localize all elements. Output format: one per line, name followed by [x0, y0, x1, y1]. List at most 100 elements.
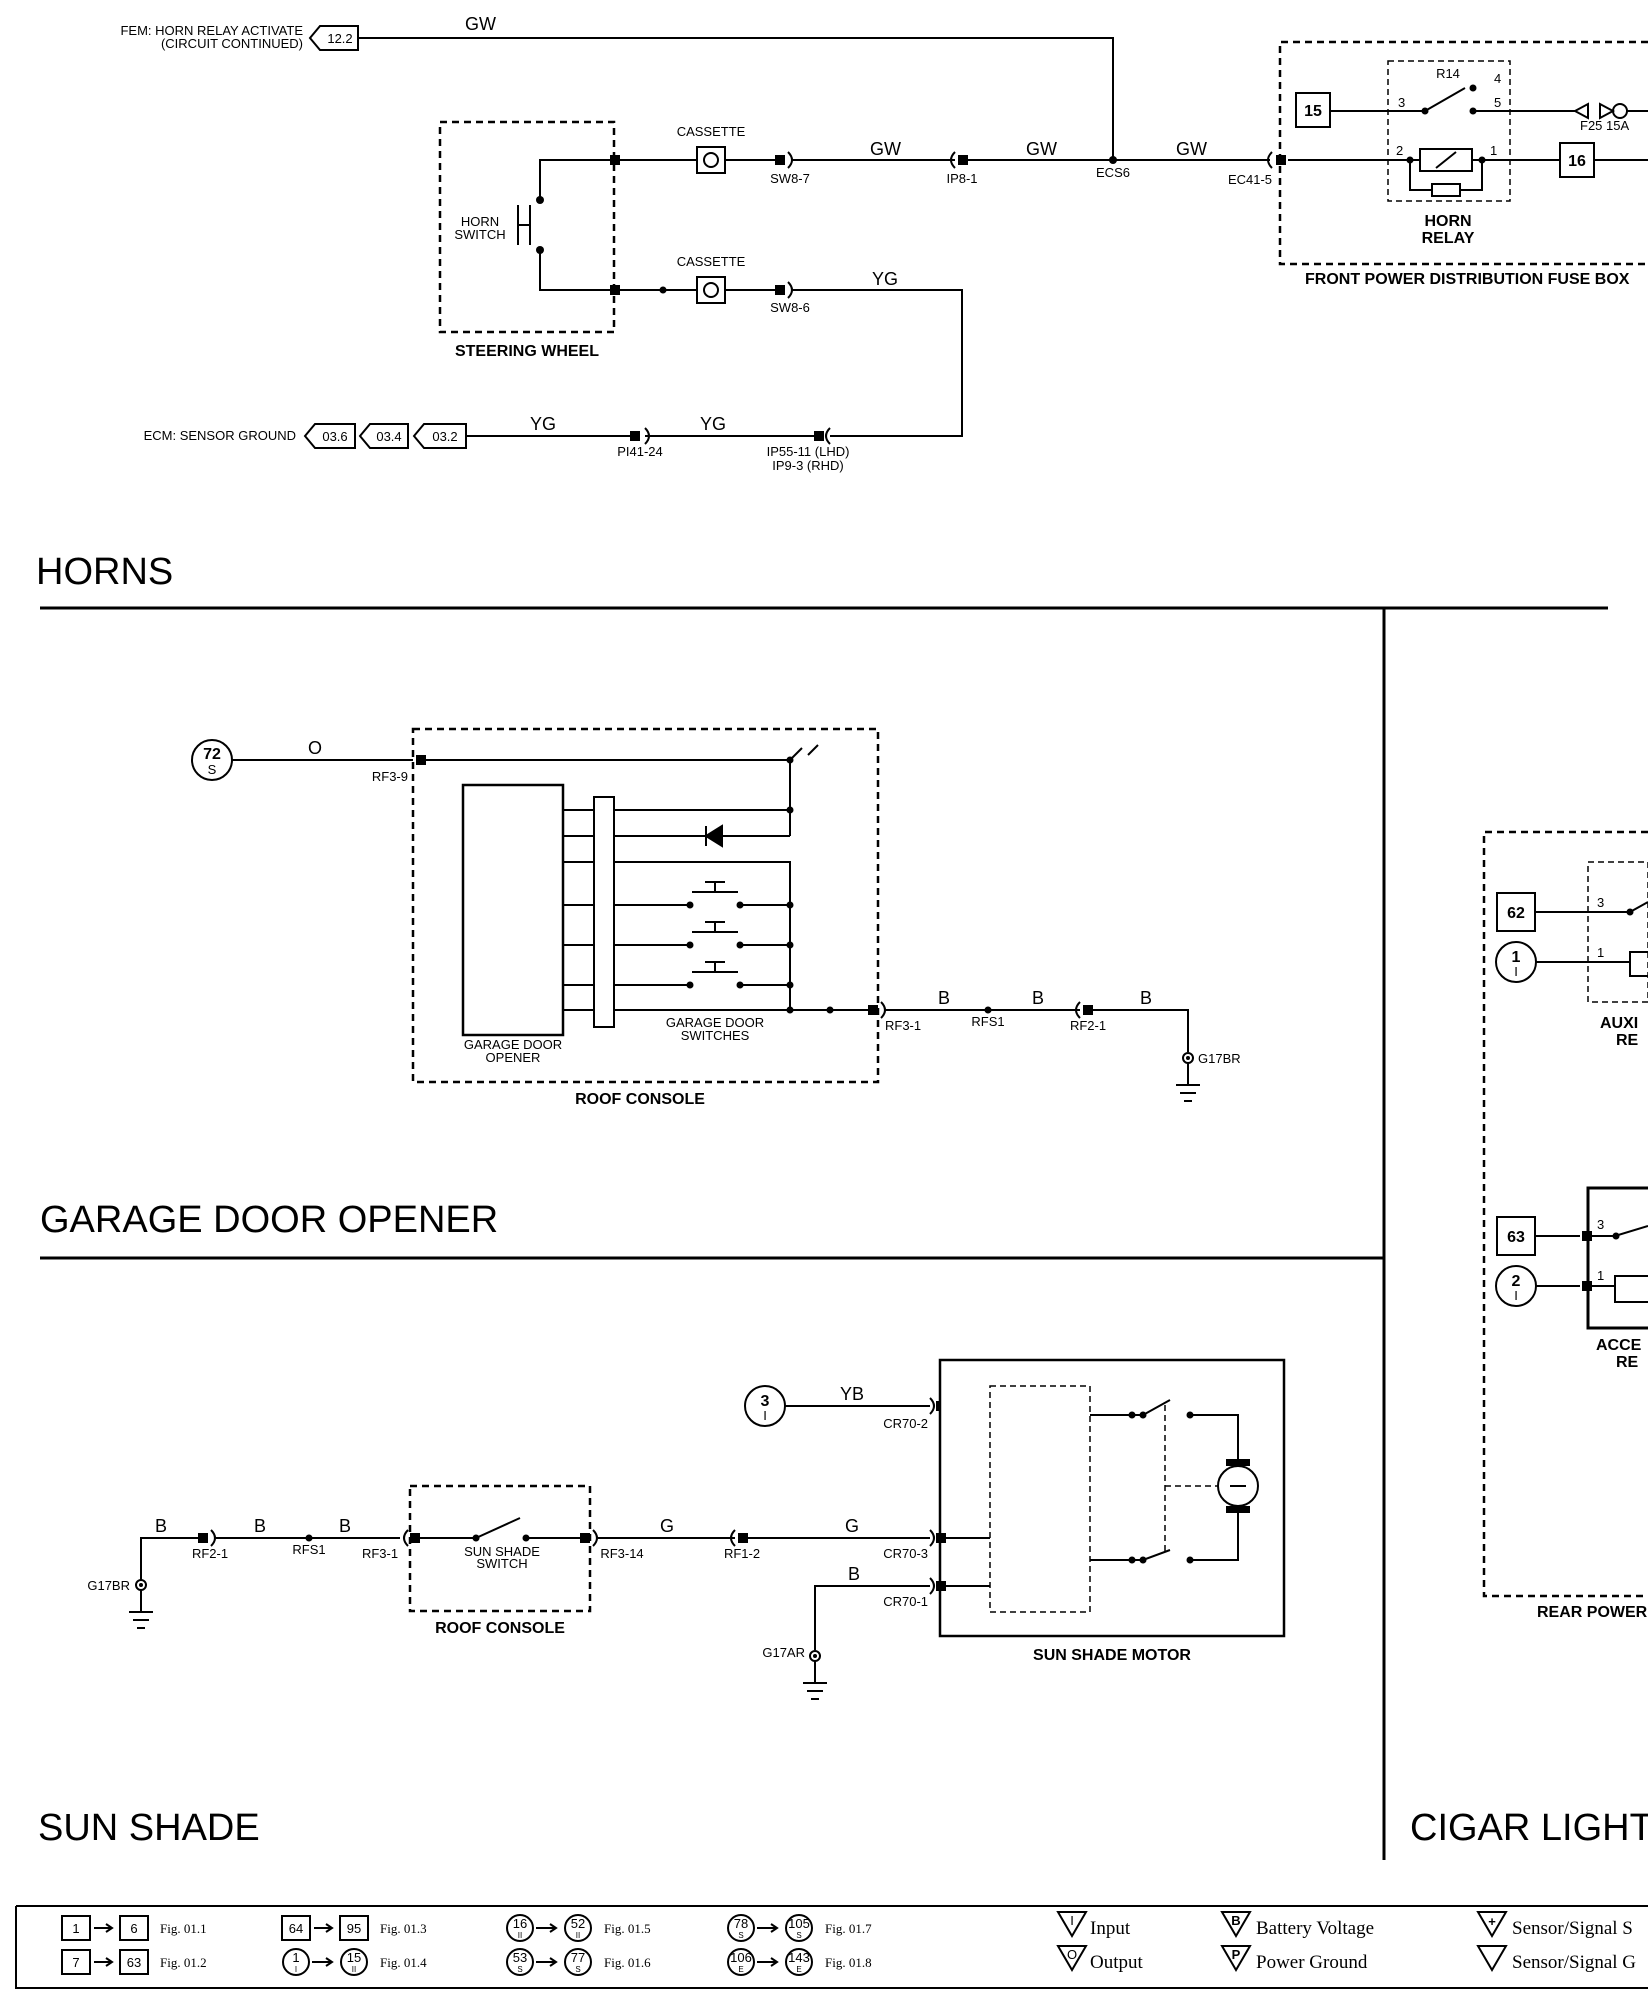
- svg-text:Input: Input: [1090, 1918, 1131, 1939]
- svg-text:106: 106: [730, 1950, 752, 1965]
- ref-box-15: [1295, 92, 1331, 128]
- wire-b-label-s3: B: [339, 1516, 351, 1536]
- svg-text:Sensor/Signal G: Sensor/Signal G: [1512, 1952, 1636, 1973]
- svg-text:3: 3: [1398, 95, 1405, 110]
- ecm-ref-label: ECM: SENSOR GROUND: [144, 428, 296, 443]
- svg-text:143: 143: [788, 1950, 810, 1965]
- conn-cr70-1: CR70-1: [883, 1594, 928, 1609]
- svg-text:Fig. 01.7: Fig. 01.7: [825, 1921, 872, 1936]
- fem-ref-line2: (CIRCUIT CONTINUED): [161, 36, 303, 51]
- cigar-light-circuit: REAR POWER 62 3 1 I 1 AUXI RE 63 3 2 I 1…: [1410, 830, 1648, 1849]
- conn-rf1-2: RF1-2: [724, 1546, 760, 1561]
- sunshade-switch-label2: SWITCH: [476, 1556, 527, 1571]
- conn-sw8-6: SW8-6: [770, 300, 810, 315]
- svg-text:I: I: [295, 1965, 297, 1974]
- horns-circuit: FEM: HORN RELAY ACTIVATE (CIRCUIT CONTIN…: [36, 14, 1648, 610]
- wire-b-label-g3: B: [1140, 988, 1152, 1008]
- wire-b-label-s4: B: [848, 1564, 860, 1584]
- ecm-ref-2: 03.4: [376, 429, 401, 444]
- garage-door-circuit: 72 S O ROOF CONSOLE RF3-9 GARAGE DOOR OP…: [40, 727, 1384, 1260]
- svg-text:53: 53: [513, 1950, 527, 1965]
- roof-console-label: ROOF CONSOLE: [575, 1091, 705, 1108]
- svg-text:II: II: [518, 1931, 522, 1940]
- ground-g17br-garage: G17BR: [1198, 1051, 1241, 1066]
- svg-text:95: 95: [347, 1921, 361, 1936]
- svg-text:E: E: [738, 1965, 743, 1974]
- legend-row-3: 64 95 Fig. 01.3: [281, 1915, 427, 1941]
- svg-text:16: 16: [1568, 153, 1586, 170]
- conn-ip8-1: IP8-1: [946, 171, 977, 186]
- section-title-cigar: CIGAR LIGHT: [1410, 1807, 1648, 1849]
- steering-wheel-box: [438, 120, 616, 334]
- horn-switch-label1: HORN: [461, 214, 499, 229]
- svg-text:AUXI: AUXI: [1600, 1015, 1638, 1032]
- svg-text:Fig. 01.5: Fig. 01.5: [604, 1921, 651, 1936]
- svg-text:I: I: [1514, 964, 1518, 979]
- rear-power-box: [1482, 830, 1648, 1598]
- conn-rf2-1-sunshade: RF2-1: [192, 1546, 228, 1561]
- svg-text:II: II: [352, 1965, 356, 1974]
- garage-door-switches: [614, 881, 794, 989]
- svg-text:Output: Output: [1090, 1952, 1144, 1973]
- svg-text:Sensor/Signal S: Sensor/Signal S: [1512, 1918, 1633, 1939]
- svg-text:I: I: [1070, 1913, 1074, 1928]
- svg-text:II: II: [576, 1931, 580, 1940]
- sunshade-roof-console-label: ROOF CONSOLE: [435, 1620, 565, 1637]
- ecm-ref-3: 03.2: [432, 429, 457, 444]
- legend-row-6: 53 S 77 S Fig. 01.6: [506, 1948, 651, 1976]
- svg-text:15: 15: [1304, 103, 1322, 120]
- svg-text:O: O: [1067, 1947, 1077, 1962]
- svg-text:3: 3: [1597, 895, 1604, 910]
- horn-relay-label2: RELAY: [1422, 230, 1475, 247]
- fem-ref-line1: FEM: HORN RELAY ACTIVATE: [120, 23, 303, 38]
- svg-text:1: 1: [1597, 1268, 1604, 1283]
- section-title-horns: HORNS: [36, 551, 173, 593]
- svg-text:78: 78: [734, 1916, 748, 1931]
- svg-text:Fig. 01.4: Fig. 01.4: [380, 1955, 427, 1970]
- wire-yg-label-3: YG: [530, 414, 556, 434]
- svg-text:1: 1: [1512, 949, 1521, 966]
- svg-text:Fig. 01.2: Fig. 01.2: [160, 1955, 207, 1970]
- svg-text:62: 62: [1507, 905, 1525, 922]
- garage-opener-bus: [593, 796, 615, 1028]
- legend-battery: B Battery Voltage: [1220, 1911, 1374, 1939]
- conn-rfs1-garage: RFS1: [971, 1014, 1004, 1029]
- svg-text:16: 16: [513, 1916, 527, 1931]
- wire-b-label-g1: B: [938, 988, 950, 1008]
- fuse-label: F25 15A: [1580, 118, 1629, 133]
- switches-label1: GARAGE DOOR: [666, 1015, 764, 1030]
- conn-rf2-1-garage: RF2-1: [1070, 1018, 1106, 1033]
- sunshade-roof-console-box: [408, 1484, 592, 1613]
- switches-label2: SWITCHES: [681, 1028, 750, 1043]
- svg-text:Fig. 01.3: Fig. 01.3: [380, 1921, 427, 1936]
- legend-ground: P Power Ground: [1220, 1945, 1368, 1973]
- svg-text:5: 5: [1494, 95, 1501, 110]
- cassette-upper-label: CASSETTE: [677, 124, 746, 139]
- legend-input: I Input: [1056, 1911, 1131, 1939]
- svg-text:3: 3: [761, 1393, 770, 1410]
- svg-text:63: 63: [1507, 1229, 1525, 1246]
- svg-text:RE: RE: [1616, 1032, 1639, 1049]
- svg-text:1: 1: [292, 1950, 299, 1965]
- garage-opener-label2: OPENER: [486, 1050, 541, 1065]
- svg-text:E: E: [796, 1965, 801, 1974]
- svg-text:I: I: [763, 1408, 767, 1423]
- svg-text:Fig. 01.8: Fig. 01.8: [825, 1955, 872, 1970]
- svg-text:1: 1: [1490, 143, 1497, 158]
- wire-b-label-s1: B: [155, 1516, 167, 1536]
- svg-text:Battery Voltage: Battery Voltage: [1256, 1918, 1374, 1939]
- ref-box-16: [1559, 142, 1595, 178]
- wire-yb-label: YB: [840, 1384, 864, 1404]
- ground-g17ar: G17AR: [762, 1645, 805, 1660]
- wire-g-label-1: G: [660, 1516, 674, 1536]
- fem-ref-num: 12.2: [327, 31, 352, 46]
- fuse-f25: [1572, 102, 1616, 120]
- legend-output: O Output: [1056, 1945, 1144, 1973]
- svg-text:S: S: [208, 762, 217, 777]
- wire-gw-label-1: GW: [870, 139, 901, 159]
- wire-yg-label-1: YG: [872, 269, 898, 289]
- section-title-garage: GARAGE DOOR OPENER: [40, 1199, 498, 1241]
- svg-text:3: 3: [1597, 1217, 1604, 1232]
- conn-rfs1-sunshade: RFS1: [292, 1542, 325, 1557]
- front-fuse-box-label: FRONT POWER DISTRIBUTION FUSE BOX: [1305, 271, 1630, 288]
